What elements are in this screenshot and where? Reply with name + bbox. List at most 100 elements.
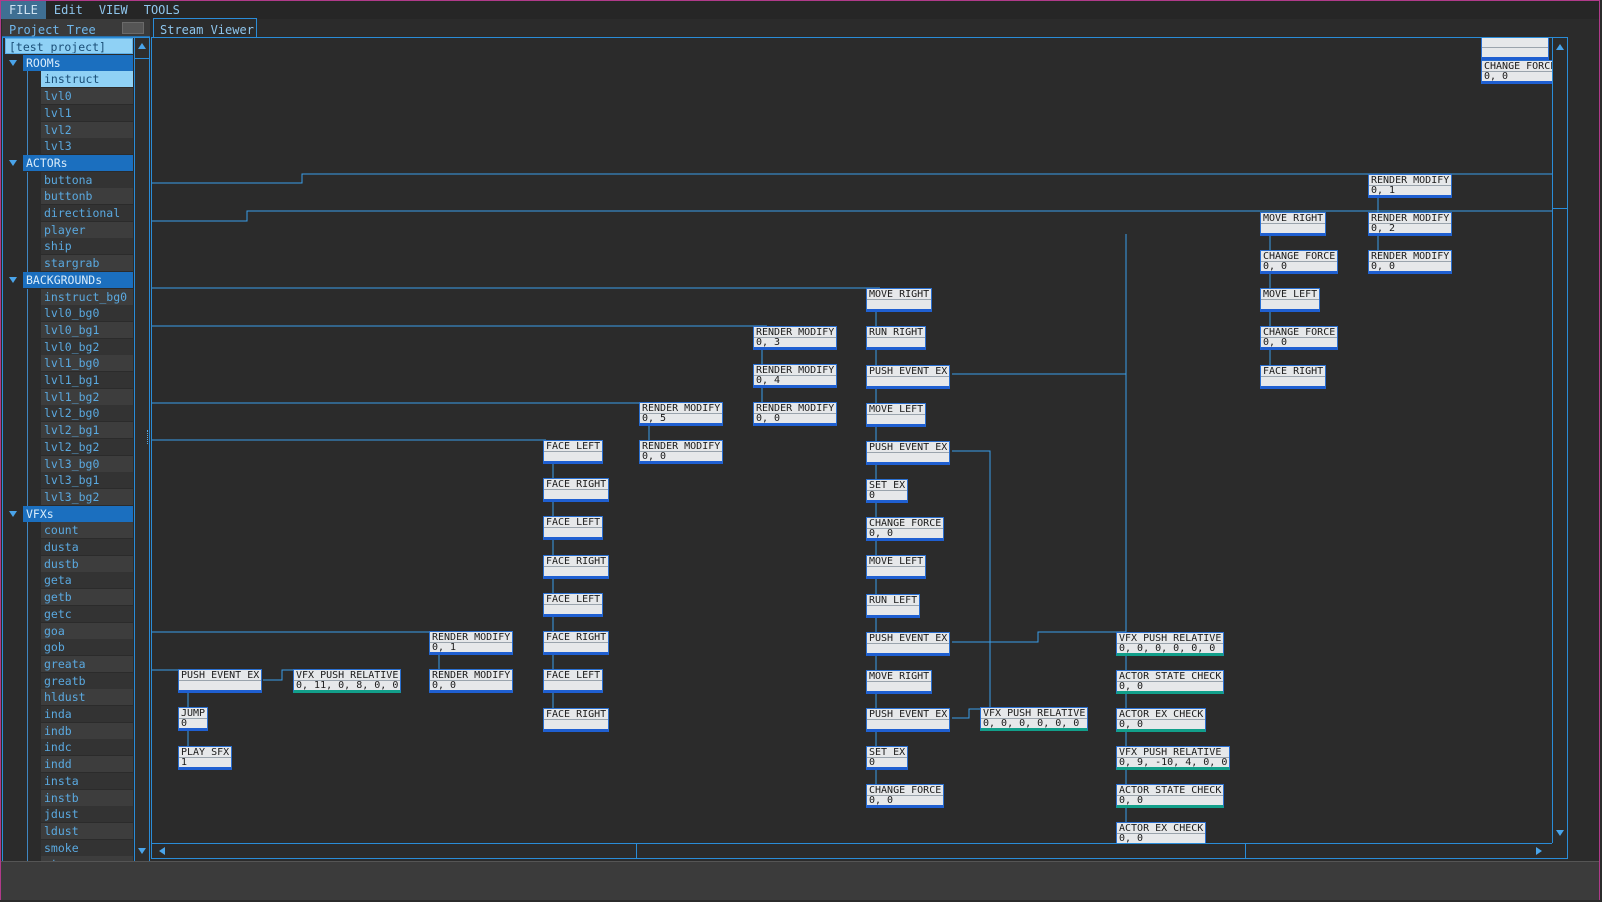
- tree-item[interactable]: lvl1_bg0: [41, 355, 133, 371]
- tree-item[interactable]: lvl3_bg0: [41, 456, 133, 472]
- stream-node[interactable]: FACE_RIGHT: [543, 631, 609, 655]
- menu-view[interactable]: VIEW: [98, 3, 128, 17]
- tree-item[interactable]: lvl2_bg0: [41, 405, 133, 421]
- tree-item[interactable]: lvl2: [41, 122, 133, 138]
- tree-item[interactable]: getb: [41, 589, 133, 605]
- stream-node[interactable]: PUSH_EVENT_EX: [866, 708, 950, 732]
- viewer-horizontal-scrollbar[interactable]: [152, 843, 1552, 858]
- tree-item[interactable]: insta: [41, 773, 133, 789]
- tree-item[interactable]: directional: [41, 205, 133, 221]
- stream-node[interactable]: FACE_RIGHT: [543, 708, 609, 732]
- tree-scrollbar[interactable]: [134, 38, 149, 880]
- tree-item[interactable]: instruct: [41, 71, 133, 87]
- stream-node[interactable]: MOVE_RIGHT: [1260, 212, 1326, 236]
- tree-item[interactable]: lvl1_bg1: [41, 372, 133, 388]
- tree-root-project[interactable]: [test_project]: [5, 38, 133, 54]
- stream-node[interactable]: MOVE_LEFT: [1260, 288, 1320, 312]
- tree-item[interactable]: count: [41, 522, 133, 538]
- tree-item[interactable]: gob: [41, 639, 133, 655]
- tree-item[interactable]: lvl1_bg2: [41, 389, 133, 405]
- stream-node[interactable]: FACE_LEFT: [543, 440, 603, 464]
- stream-node[interactable]: MOVE_LEFT: [866, 403, 926, 427]
- tree-item[interactable]: ship: [41, 238, 133, 254]
- tree-category[interactable]: BACKGROUNDs: [23, 272, 133, 288]
- tree-item[interactable]: indc: [41, 739, 133, 755]
- viewer-hscroll-thumb[interactable]: [636, 844, 1246, 858]
- tree-item[interactable]: lvl3: [41, 138, 133, 154]
- viewer-scroll-left-icon[interactable]: [159, 847, 165, 855]
- tree-item[interactable]: lvl3_bg1: [41, 472, 133, 488]
- tree-scroll-thumb[interactable]: [134, 58, 149, 59]
- panel-splitter-handle[interactable]: [147, 430, 151, 444]
- panel-detach-button[interactable]: [122, 22, 144, 34]
- tree-item[interactable]: lvl0_bg1: [41, 322, 133, 338]
- viewer-scroll-right-icon[interactable]: [1536, 847, 1542, 855]
- tree-item[interactable]: stargrab: [41, 255, 133, 271]
- tree-item[interactable]: goa: [41, 623, 133, 639]
- tab-stream-viewer[interactable]: Stream Viewer: [153, 18, 257, 37]
- tree-item[interactable]: inda: [41, 706, 133, 722]
- stream-node[interactable]: FACE_RIGHT: [543, 555, 609, 579]
- viewer-scroll-down-icon[interactable]: [1556, 830, 1564, 836]
- stream-node[interactable]: PUSH_EVENT_EX: [866, 632, 950, 656]
- viewer-scroll-up-icon[interactable]: [1556, 44, 1564, 50]
- tree-item[interactable]: indd: [41, 756, 133, 772]
- stream-node[interactable]: FACE_LEFT: [543, 516, 603, 540]
- scroll-down-icon[interactable]: [138, 848, 146, 854]
- tree-item[interactable]: instb: [41, 790, 133, 806]
- tree-category[interactable]: ROOMs: [23, 55, 133, 71]
- collapse-triangle-icon[interactable]: [9, 511, 17, 517]
- tree-item[interactable]: jdust: [41, 806, 133, 822]
- stream-node[interactable]: PUSH_EVENT_EX: [866, 441, 950, 465]
- menu-tools[interactable]: TOOLS: [143, 3, 180, 17]
- tree-item[interactable]: lvl2_bg2: [41, 439, 133, 455]
- tree-category[interactable]: ACTORs: [23, 155, 133, 171]
- stream-node[interactable]: PUSH_EVENT_EX: [178, 669, 262, 693]
- stream-node[interactable]: MOVE_RIGHT: [866, 288, 932, 312]
- tree-item[interactable]: dustb: [41, 556, 133, 572]
- tree-item[interactable]: getc: [41, 606, 133, 622]
- stream-node[interactable]: RUN_RIGHT: [866, 326, 926, 350]
- stream-node[interactable]: FACE_LEFT: [543, 593, 603, 617]
- tree-item[interactable]: lvl2_bg1: [41, 422, 133, 438]
- scroll-up-icon[interactable]: [138, 43, 146, 49]
- tree-item[interactable]: geta: [41, 572, 133, 588]
- menu-edit[interactable]: Edit: [53, 3, 83, 17]
- stream-node[interactable]: [1481, 38, 1549, 60]
- stream-node[interactable]: FACE_LEFT: [543, 669, 603, 693]
- stream-node[interactable]: FACE_RIGHT: [1260, 365, 1326, 389]
- tree-item[interactable]: hldust: [41, 689, 133, 705]
- viewer-vscroll-thumb[interactable]: [1553, 208, 1567, 209]
- viewer-vertical-scrollbar[interactable]: [1552, 38, 1567, 844]
- tree-item[interactable]: lvl0: [41, 88, 133, 104]
- stream-node[interactable]: PUSH_EVENT_EX: [866, 365, 950, 389]
- tree-item[interactable]: buttona: [41, 172, 133, 188]
- tree-item[interactable]: lvl1: [41, 105, 133, 121]
- collapse-triangle-icon[interactable]: [9, 277, 17, 283]
- stream-node[interactable]: RUN_LEFT: [866, 594, 920, 618]
